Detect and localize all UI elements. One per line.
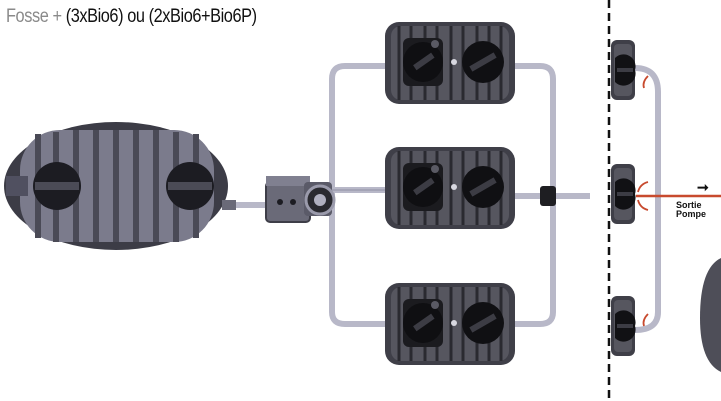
bio-filter-icon [609, 294, 638, 358]
title-prefix: Fosse + [6, 6, 66, 27]
outlet-arrow-icon: ➞ [697, 179, 709, 195]
bio-filter-icon [383, 20, 517, 106]
distribution-box-icon [265, 176, 311, 223]
septic-tank-icon [4, 122, 236, 250]
left-manifold-pipe [329, 63, 386, 327]
outlet-label: Sortie Pompe [676, 201, 706, 219]
pump-tank-icon [700, 258, 721, 372]
junction-fitting [540, 186, 556, 206]
bio-filter-icon [609, 38, 638, 102]
return-loop-pipe [634, 65, 661, 333]
bio-filter-icon [383, 281, 517, 367]
title-main: (3xBio6) ou (2xBio6+Bio6P) [65, 6, 257, 27]
flow-arrows [637, 75, 649, 327]
outlet-label-line1: Sortie [676, 200, 702, 210]
bio-filter-icon [383, 145, 517, 231]
bio-filter-icon [609, 162, 638, 226]
pump-icon [304, 182, 336, 216]
outlet-label-line2: Pompe [676, 209, 707, 219]
diagram-title: Fosse + (3xBio6) ou (2xBio6+Bio6P) [6, 6, 257, 28]
